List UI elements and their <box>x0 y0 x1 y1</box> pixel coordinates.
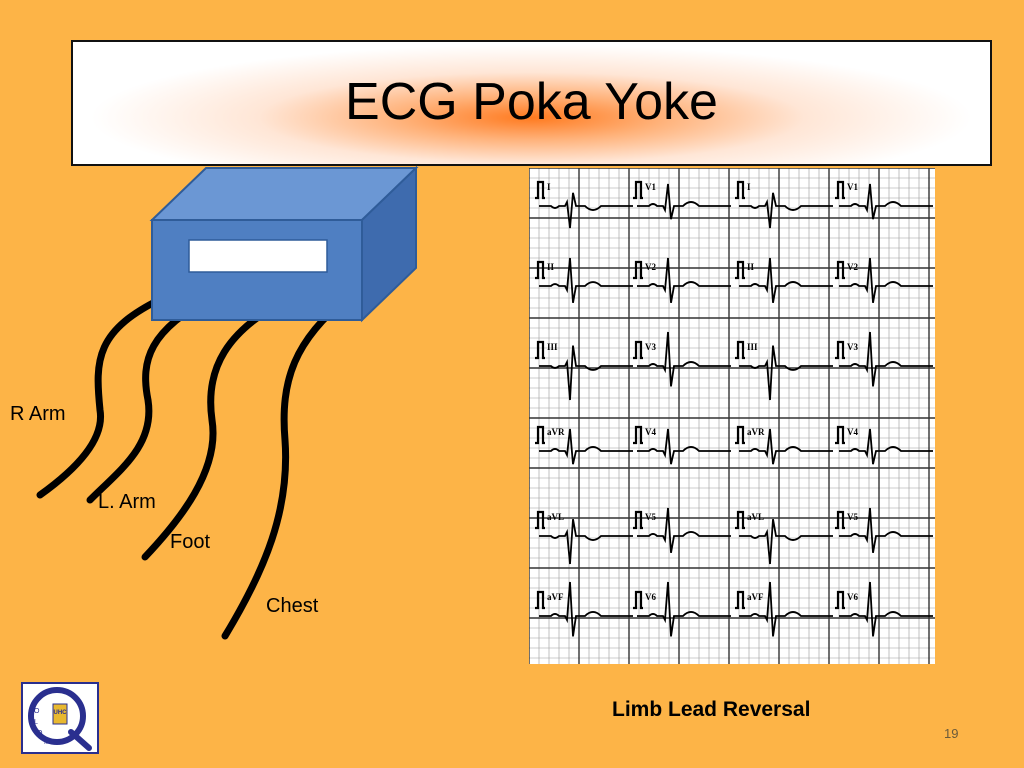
ecg-calibration-pulse <box>633 425 643 445</box>
ecg-calibration-pulse <box>735 590 745 610</box>
ecg-lead-label: V2 <box>847 262 858 272</box>
ecg-trace <box>539 192 633 229</box>
ecg-lead-label: II <box>547 262 555 272</box>
ecg-trace <box>637 507 731 553</box>
polom-logo: UHC P O L O M <box>21 682 99 754</box>
ecg-trace <box>739 519 833 565</box>
ecg-calibration-pulse <box>735 340 745 360</box>
ecg-calibration-pulse <box>735 510 745 530</box>
ecg-calibration-pulse <box>835 510 845 530</box>
ecg-lead-label: aVF <box>547 592 564 602</box>
svg-text:L: L <box>34 719 38 726</box>
ecg-calibration-pulse <box>835 340 845 360</box>
ecg-lead-label: III <box>747 342 758 352</box>
ecg-lead-label: aVR <box>547 427 565 437</box>
ecg-lead-label: V4 <box>645 427 656 437</box>
ecg-calibration-pulse <box>535 260 545 280</box>
ecg-lead-label: V5 <box>645 512 656 522</box>
ecg-trace <box>739 581 833 637</box>
ecg-calibration-pulse <box>633 180 643 200</box>
ecg-lead-label: I <box>547 182 551 192</box>
ecg-trace <box>637 581 731 637</box>
ecg-lead-label: aVF <box>747 592 764 602</box>
ecg-calibration-pulse <box>633 340 643 360</box>
ecg-lead-label: V1 <box>847 182 858 192</box>
ecg-calibration-pulse <box>735 260 745 280</box>
ecg-trace <box>739 192 833 229</box>
ecg-lead-label: aVL <box>547 512 564 522</box>
ecg-calibration-pulse <box>535 510 545 530</box>
ecg-calibration-pulse <box>835 180 845 200</box>
ecg-lead-label: V3 <box>645 342 656 352</box>
ecg-lead-label: V1 <box>645 182 656 192</box>
ecg-trace <box>839 257 933 303</box>
cable-l-arm <box>86 293 216 504</box>
ecg-calibration-pulse <box>633 260 643 280</box>
svg-text:UHC: UHC <box>54 710 68 716</box>
ecg-lead-label: II <box>747 262 755 272</box>
ecg-lead-label: aVL <box>747 512 764 522</box>
ecg-trace <box>839 428 933 465</box>
ecg-trace <box>839 507 933 553</box>
ecg-lead-label: V5 <box>847 512 858 522</box>
cable-foot <box>141 293 296 561</box>
ecg-lead-label: V3 <box>847 342 858 352</box>
ecg-lead-label: V6 <box>645 592 656 602</box>
ecg-trace <box>739 257 833 303</box>
ecg-lead-label: I <box>747 182 751 192</box>
svg-text:M: M <box>44 739 50 746</box>
ecg-calibration-pulse <box>633 510 643 530</box>
label-l-arm: L. Arm <box>98 491 156 513</box>
svg-text:O: O <box>34 708 40 715</box>
ecg-calibration-pulse <box>735 180 745 200</box>
ecg-trace <box>739 428 833 465</box>
ecg-trace <box>637 331 731 387</box>
svg-text:P: P <box>37 697 42 704</box>
svg-text:O: O <box>37 730 43 737</box>
ecg-grid: IIIIIIaVRaVLaVFV1V2V3V4V5V6IIIIIIaVRaVLa… <box>528 167 935 664</box>
ecg-lead-label: V4 <box>847 427 858 437</box>
ecg-trace <box>539 519 633 565</box>
title-box: ECG Poka Yoke <box>71 40 992 166</box>
ecg-trace <box>739 345 833 401</box>
ecg-trace <box>539 581 633 637</box>
label-chest: Chest <box>266 595 319 617</box>
ecg-lead-label: III <box>547 342 558 352</box>
ecg-trace <box>637 428 731 465</box>
ecg-trace <box>539 257 633 303</box>
ecg-calibration-pulse <box>735 425 745 445</box>
cable-chest <box>221 293 352 640</box>
polom-logo-icon: UHC P O L O M <box>28 687 92 751</box>
ecg-calibration-pulse <box>835 260 845 280</box>
ecg-calibration-pulse <box>535 180 545 200</box>
ecg-lead-label: V6 <box>847 592 858 602</box>
ecg-calibration-pulse <box>633 590 643 610</box>
cable-r-arm <box>36 293 169 499</box>
ecg-caption: Limb Lead Reversal <box>612 698 811 721</box>
ecg-lead-label: V2 <box>645 262 656 272</box>
device-screen <box>188 239 328 273</box>
ecg-trace <box>839 581 933 637</box>
label-foot: Foot <box>170 531 211 553</box>
ecg-trace <box>539 428 633 465</box>
ecg-trace <box>839 183 933 220</box>
ecg-calibration-pulse <box>835 425 845 445</box>
ecg-trace <box>637 183 731 220</box>
ecg-trace <box>637 257 731 303</box>
ecg-trace <box>539 345 633 401</box>
ecg-calibration-pulse <box>835 590 845 610</box>
slide-title: ECG Poka Yoke <box>345 73 718 131</box>
ecg-calibration-pulse <box>535 425 545 445</box>
ecg-trace <box>839 331 933 387</box>
label-r-arm: R Arm <box>10 403 66 425</box>
ecg-calibration-pulse <box>535 590 545 610</box>
page-number: 19 <box>944 726 959 741</box>
ecg-calibration-pulse <box>535 340 545 360</box>
ecg-lead-label: aVR <box>747 427 765 437</box>
